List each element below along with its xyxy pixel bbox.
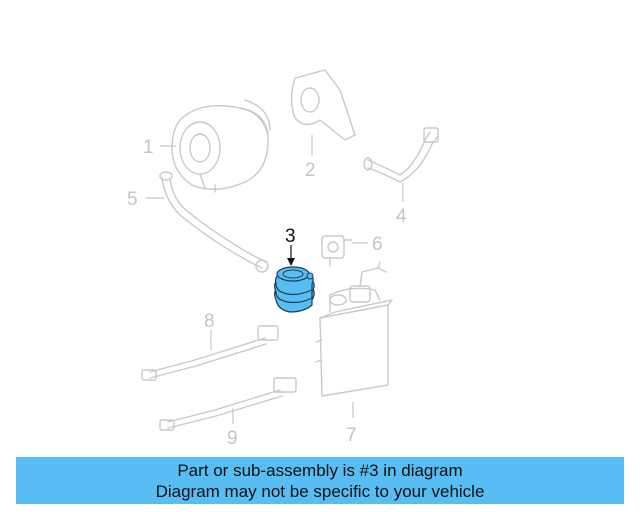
callout-2: 2 (305, 160, 316, 181)
callout-9: 9 (227, 428, 238, 449)
part-7-canister (315, 261, 393, 397)
callout-5: 5 (127, 189, 138, 210)
part-9-sensor (159, 377, 297, 431)
leader-3-arrowhead (287, 258, 295, 266)
info-banner: Part or sub-assembly is #3 in diagram Di… (16, 457, 624, 504)
callout-6: 6 (372, 234, 383, 255)
callout-1: 1 (143, 137, 154, 158)
banner-line-2: Diagram may not be specific to your vehi… (155, 481, 485, 501)
callout-4: 4 (396, 206, 407, 227)
part-5-hose (159, 171, 269, 273)
banner-line-1: Part or sub-assembly is #3 in diagram (177, 460, 463, 480)
callout-7: 7 (346, 425, 357, 446)
callout-3: 3 (285, 226, 296, 247)
part-8-sensor (141, 325, 279, 381)
part-1-air-pump (171, 99, 271, 193)
part-6-valve (321, 235, 353, 267)
part-3-hose-highlighted (274, 266, 315, 313)
callout-8: 8 (204, 311, 215, 332)
part-4-pipe (363, 127, 439, 183)
part-2-bracket (290, 69, 356, 141)
